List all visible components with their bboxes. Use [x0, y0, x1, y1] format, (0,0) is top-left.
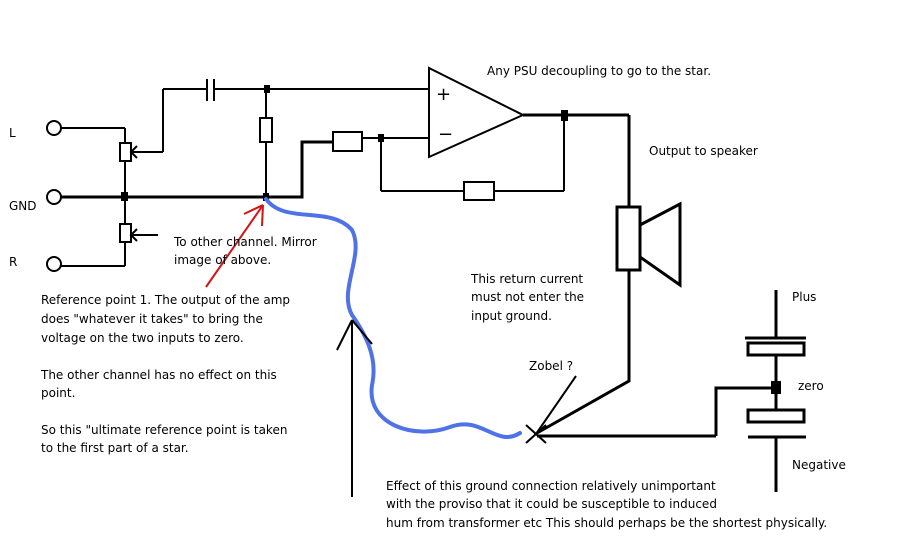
- label-gnd: GND: [9, 199, 37, 213]
- reference-note-line3: voltage on the two inputs to zero.: [41, 331, 244, 345]
- reference-note-line1: Reference point 1. The output of the amp: [41, 293, 290, 307]
- reference-note-line9: to the first part of a star.: [41, 441, 189, 455]
- input-capacitor: [163, 79, 429, 101]
- output-wire: [523, 113, 631, 207]
- zobel-label: Zobel ?: [529, 359, 573, 373]
- junction-node: [378, 134, 384, 142]
- psu-capacitors: [745, 290, 806, 492]
- negative-label: Negative: [792, 458, 846, 472]
- input-jack-l: [46, 120, 125, 136]
- opamp: + −: [428, 66, 526, 159]
- input-jack-gnd: [46, 189, 62, 205]
- junction-node: [264, 85, 270, 93]
- ground-bus: [61, 140, 333, 199]
- speaker-icon: [615, 201, 682, 288]
- supply-ground-wire: [714, 386, 776, 436]
- plus-label: Plus: [792, 290, 816, 304]
- feedback-network: [332, 115, 565, 201]
- output-note: Output to speaker: [649, 144, 758, 158]
- ground-note-line3: hum from transformer etc This should per…: [386, 516, 827, 530]
- input-jack-r: [46, 256, 125, 272]
- reference-note-line6: point.: [41, 386, 75, 400]
- other-channel-note-line1: To other channel. Mirror: [173, 235, 317, 249]
- ground-note-line1: Effect of this ground connection relativ…: [386, 479, 716, 493]
- junction-node: [771, 381, 781, 394]
- label-r: R: [9, 255, 17, 269]
- reference-note-line8: So this "ultimate reference point is tak…: [41, 423, 287, 437]
- return-note-line3: input ground.: [471, 309, 552, 323]
- ground-return-path: [264, 197, 522, 439]
- reference-note-line2: does "whatever it takes" to bring the: [41, 312, 263, 326]
- opamp-plus-sign: +: [436, 84, 451, 105]
- bias-resistor: [259, 89, 273, 197]
- opamp-minus-sign: −: [438, 124, 453, 145]
- ground-note-line2: with the proviso that it could be suscep…: [386, 497, 717, 511]
- reference-note-line5: The other channel has no effect on this: [40, 368, 277, 382]
- label-l: L: [9, 126, 16, 140]
- zero-label: zero: [798, 379, 824, 393]
- speaker-return-wire: [536, 270, 631, 435]
- volume-pot-top: [119, 89, 164, 197]
- black-pointer-arrow: [336, 319, 373, 497]
- junction-node: [121, 192, 128, 201]
- red-pointer-arrow: [205, 204, 264, 288]
- return-note-line2: must not enter the: [471, 290, 584, 304]
- return-note-line1: This return current: [470, 272, 583, 286]
- junction-node: [561, 110, 568, 121]
- volume-pot-bottom: [119, 197, 158, 266]
- other-channel-note-line2: image of above.: [174, 253, 271, 267]
- star-ground-point: [525, 375, 577, 444]
- psu-note: Any PSU decoupling to go to the star.: [487, 64, 711, 78]
